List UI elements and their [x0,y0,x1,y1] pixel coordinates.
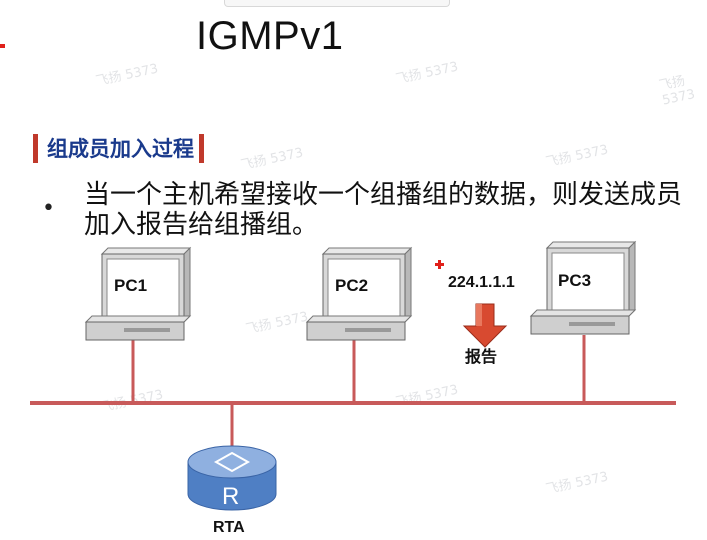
red-star-icon [435,260,444,269]
report-label: 报告 [465,347,497,366]
pc2-computer-icon [305,246,413,341]
pc3-label: PC3 [558,271,591,290]
pc3-computer-icon [529,240,637,335]
slide-title: IGMPv1 [196,14,344,58]
red-edge-mark [0,44,5,48]
section-bar-left [33,133,38,163]
top-tab-bar [224,0,450,7]
router-symbol: R [222,483,239,510]
router-label: RTA [213,519,245,536]
report-down-arrow-icon [462,303,508,348]
section-header: 组成员加入过程 [33,132,204,164]
group-address: 224.1.1.1 [448,274,515,291]
section-bar-right [199,133,204,163]
router-icon [187,445,277,511]
pc2-label: PC2 [335,276,368,295]
bullet-text: 当一个主机希望接收一个组播组的数据，则发送成员加入报告给组播组。 [84,180,683,240]
bullet-symbol: • [42,196,55,221]
section-title: 组成员加入过程 [47,137,194,161]
pc1-computer-icon [84,246,192,341]
pc1-label: PC1 [114,276,147,295]
